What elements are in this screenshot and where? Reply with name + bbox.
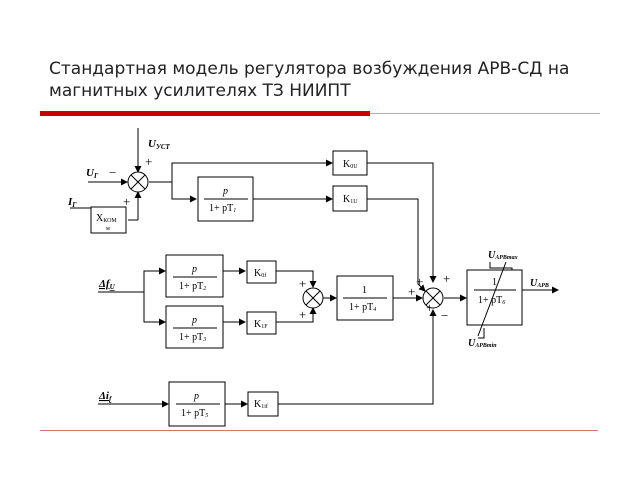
xkom-label: XКОМ [96, 213, 117, 224]
limiter-line [477, 261, 507, 337]
wire-to-k0u [171, 159, 333, 182]
wire-k0u-sum3 [367, 162, 437, 283]
label-i-g: IГ [67, 196, 77, 209]
block-f2 [165, 305, 224, 349]
sign-s3-plus-c: + [443, 271, 450, 286]
sign-s3-minus: − [441, 308, 448, 323]
f1-num: p [191, 264, 197, 275]
wire-k0f-sum2 [276, 270, 317, 288]
if-den: 1+ pT5 [181, 408, 208, 419]
sign-s3-plus-a: + [416, 274, 423, 289]
block-k0u [332, 150, 368, 176]
sign-s1-plus-top: + [145, 154, 152, 169]
label-u-g: UГ [86, 167, 99, 180]
diff-num: p [222, 186, 228, 197]
sum-junction-3 [422, 287, 444, 309]
title-underline-accent [40, 111, 370, 116]
sign-s2-plus-bottom: + [299, 307, 306, 322]
wire-to-diff [171, 182, 197, 203]
sum-junction-1 [127, 171, 149, 193]
wire-k1u-sum3 [367, 198, 426, 292]
wire-to-f1 [143, 267, 166, 292]
if-num: p [193, 391, 199, 402]
out-den: 1+ pT6 [478, 295, 505, 306]
sign-s2-plus-top: + [299, 276, 306, 291]
k1u-label: K1U [343, 194, 358, 205]
wire-k1if-sum3 [278, 309, 437, 405]
block-k0f [246, 260, 277, 284]
title-underline-thin [370, 113, 600, 114]
f2-den: 1+ pT3 [179, 332, 206, 343]
label-u-arv: UАРВ [530, 278, 549, 289]
k1f-label: K1F [254, 319, 268, 330]
title-line-1: Стандартная модель регулятора возбуждени… [49, 59, 570, 79]
k1if-label: K1if [254, 399, 268, 410]
block-k1f [246, 311, 277, 335]
out-num: 1 [492, 277, 497, 288]
block-xkom [90, 206, 127, 234]
lag-den: 1+ pT4 [349, 302, 376, 313]
sign-s1-plus-bottom: + [123, 194, 130, 209]
lag-num: 1 [362, 285, 367, 296]
label-u-ust: UУСТ [148, 138, 170, 151]
page-title: Стандартная модель регулятора возбуждени… [49, 58, 609, 102]
sign-s1-minus: − [109, 165, 116, 180]
k0u-label: K0U [343, 159, 358, 170]
diff-den: 1+ pT1 [209, 203, 236, 214]
label-delta-fu: ΔfU [98, 278, 116, 291]
sign-s3-plus-d: + [426, 300, 433, 315]
label-u-arv-min: UАРВmin [468, 338, 497, 349]
block-output [466, 269, 523, 326]
wire-to-f2 [143, 292, 166, 326]
k0f-label: K0f [254, 268, 266, 279]
block-k1if [247, 391, 279, 417]
title-line-2: магнитных усилителях ТЗ НИИПТ [49, 81, 351, 101]
block-k1u [332, 185, 368, 212]
label-u-arv-max: UАРВmax [488, 250, 518, 261]
f1-den: 1+ pT2 [179, 281, 206, 292]
wire-k1f-sum2 [276, 307, 317, 323]
block-f1 [165, 254, 224, 298]
sum-junction-2 [302, 287, 324, 309]
xkom-sub2: м [106, 226, 110, 232]
label-delta-if: Δif [98, 390, 112, 403]
footer-divider [40, 430, 598, 431]
f2-num: p [191, 315, 197, 326]
sign-s3-plus-b: + [408, 284, 415, 299]
